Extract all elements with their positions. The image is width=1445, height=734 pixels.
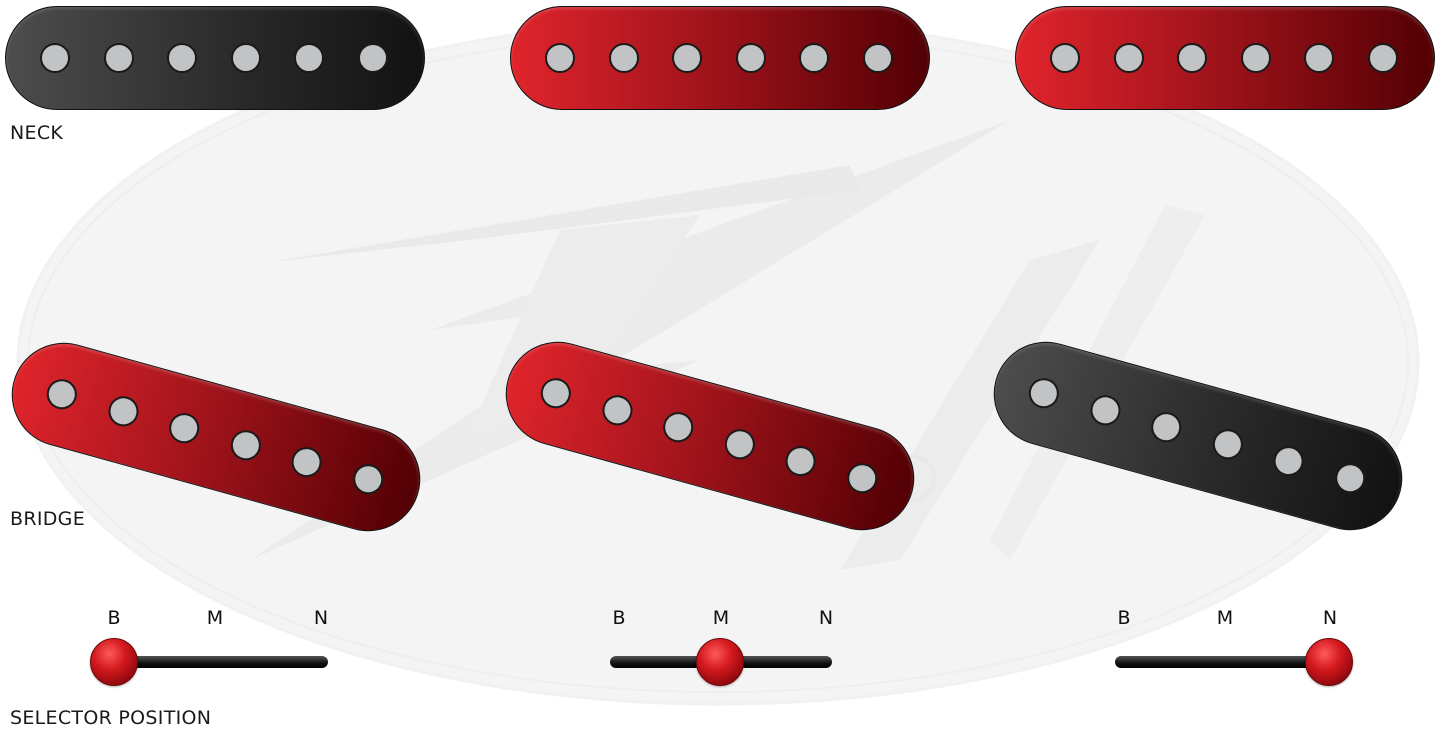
neck-pickup-3	[1015, 6, 1435, 110]
pole-piece	[1050, 43, 1080, 73]
neck-pickup-1	[5, 6, 425, 110]
neck-pickup-2	[510, 6, 930, 110]
selector-1-track[interactable]	[106, 656, 328, 668]
pole-piece	[721, 425, 759, 463]
pole-piece	[1025, 374, 1063, 412]
pole-piece	[537, 374, 575, 412]
logo-stroke-1	[270, 165, 860, 262]
pole-piece	[1270, 442, 1308, 480]
pole-piece	[40, 43, 70, 73]
pole-piece	[598, 391, 636, 429]
pole-piece	[1304, 43, 1335, 73]
selector-3-label-n: N	[1322, 607, 1338, 629]
pole-piece	[1209, 425, 1247, 463]
pole-piece	[545, 43, 575, 73]
pole-piece	[659, 408, 697, 446]
pole-piece	[843, 459, 881, 497]
pole-piece	[1367, 43, 1398, 73]
selector-3-knob[interactable]	[1305, 638, 1353, 686]
pole-piece	[165, 409, 203, 447]
pole-piece	[167, 43, 198, 73]
pole-piece	[103, 43, 134, 73]
pole-piece	[782, 442, 820, 480]
selector-1-label-m: M	[206, 607, 224, 629]
selector-2-knob[interactable]	[696, 638, 744, 686]
pole-piece	[735, 43, 766, 73]
pole-piece	[862, 43, 893, 73]
pole-piece	[43, 375, 81, 413]
pole-piece	[1147, 408, 1185, 446]
selector-3-label-m: M	[1216, 607, 1234, 629]
pole-piece	[1331, 459, 1369, 497]
selector-position-label: SELECTOR POSITION	[10, 707, 212, 729]
selector-2-label-n: N	[818, 607, 834, 629]
pole-piece	[294, 43, 325, 73]
selector-1-label-b: B	[107, 607, 121, 629]
logo-oval	[16, 18, 1420, 706]
bridge-label: BRIDGE	[10, 508, 85, 530]
pole-piece	[799, 43, 830, 73]
pole-piece	[227, 426, 265, 464]
pole-piece	[1113, 43, 1144, 73]
selector-3-track[interactable]	[1115, 656, 1337, 668]
selector-2-label-b: B	[612, 607, 626, 629]
pole-piece	[349, 460, 387, 498]
selector-3-label-b: B	[1117, 607, 1131, 629]
logo-lightning-bolt	[250, 120, 1010, 560]
pole-piece	[1177, 43, 1208, 73]
selector-1-label-n: N	[313, 607, 329, 629]
pole-piece	[104, 392, 142, 430]
pole-piece	[608, 43, 639, 73]
pole-piece	[1240, 43, 1271, 73]
selector-1-knob[interactable]	[90, 638, 138, 686]
pole-piece	[230, 43, 261, 73]
pole-piece	[1086, 391, 1124, 429]
pole-piece	[288, 443, 326, 481]
pole-piece	[357, 43, 388, 73]
selector-2-label-m: M	[712, 607, 730, 629]
pole-piece	[672, 43, 703, 73]
neck-label: NECK	[10, 122, 64, 144]
